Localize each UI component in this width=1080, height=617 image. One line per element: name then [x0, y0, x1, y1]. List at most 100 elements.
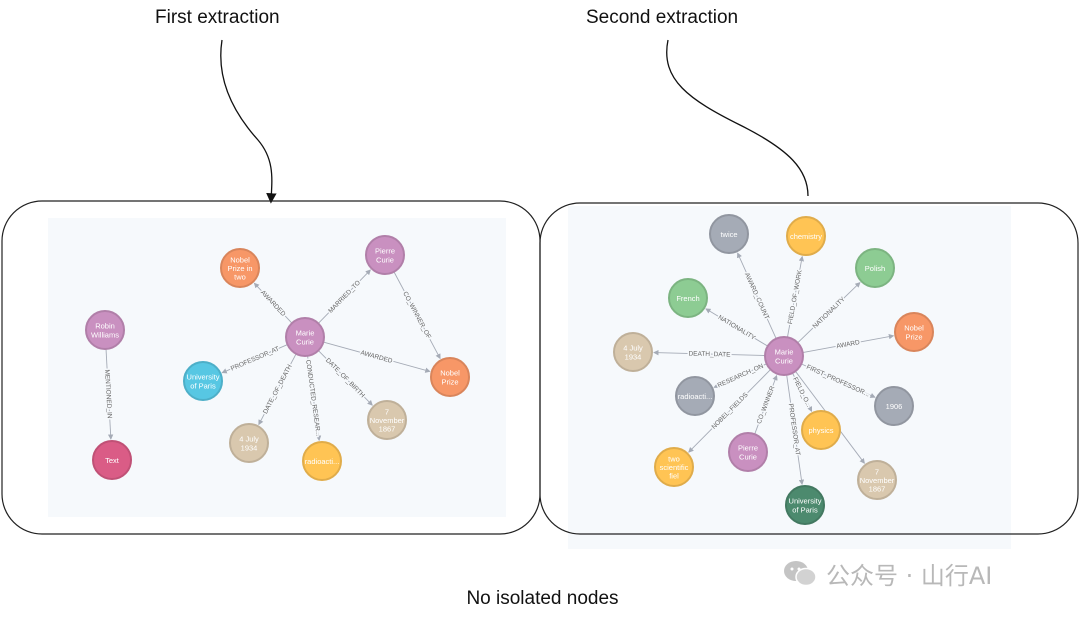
- graph2-edge-marie-radio: [713, 363, 767, 389]
- graph1-edge-marie-nobel2: [253, 282, 293, 324]
- graph1-node-circle[interactable]: [229, 423, 269, 463]
- graph2-node-label: 7: [875, 467, 879, 476]
- graph1-edge-robin-text: [105, 348, 114, 440]
- footer-caption: No isolated nodes: [466, 588, 619, 609]
- graph1-node-circle[interactable]: [365, 235, 405, 275]
- graph1-node-circle[interactable]: [430, 357, 470, 397]
- graph1-node-label: Curie: [296, 337, 314, 346]
- graph2-edge-marie-physics: [792, 372, 813, 413]
- second-panel-canvas: [568, 206, 1011, 549]
- graph1-edge-label: MENTIONED_IN: [103, 369, 113, 419]
- second-pointer-line: [666, 39, 809, 197]
- graph2-node-circle[interactable]: [654, 447, 694, 487]
- graph2-node-label: Polish: [865, 264, 885, 273]
- graph2-node-circle[interactable]: [764, 336, 804, 376]
- graph1-node-circle[interactable]: [85, 310, 125, 350]
- graph2-edge-marie-chem: [786, 255, 805, 338]
- second-panel-frame: [539, 202, 1079, 535]
- graph2-node-label: chemistry: [790, 232, 822, 241]
- graph2-node-label: Prize: [905, 332, 922, 341]
- graph2-node-circle[interactable]: [785, 485, 825, 525]
- graph2-edge-label: AWARD: [836, 339, 861, 350]
- graph2-edge-label-bg: DEATH_DATE: [688, 350, 731, 358]
- graph1-edge-marie-radio: [307, 355, 322, 442]
- graph2-node-circle[interactable]: [728, 432, 768, 472]
- graph1-node-label: radioacti...: [305, 457, 340, 466]
- graph2-node-label: Marie: [775, 348, 794, 357]
- graph2-node-radio[interactable]: radioacti...: [675, 376, 715, 416]
- graph1-node-label: Williams: [91, 330, 119, 339]
- graph2-node-twice[interactable]: twice: [709, 214, 749, 254]
- graph1-node-circle[interactable]: [183, 361, 223, 401]
- graph2-node-label: scientific: [660, 463, 689, 472]
- graph2-node-label: two: [668, 454, 680, 463]
- graph1-node-circle[interactable]: [367, 400, 407, 440]
- graph2-node-label: Pierre: [738, 444, 758, 453]
- graph1-node-label: Marie: [296, 329, 315, 338]
- graph2-node-circle[interactable]: [709, 214, 749, 254]
- graph2-node-circle[interactable]: [874, 386, 914, 426]
- graph1-edge-marie-nov: [318, 350, 373, 406]
- graph1-node-label: November: [370, 416, 405, 425]
- graph2-node-circle[interactable]: [894, 312, 934, 352]
- graph2-edge-marie-two: [688, 369, 771, 453]
- graph2-node-label: physics: [808, 426, 833, 435]
- chat-bubbles-icon: [784, 560, 817, 586]
- graph2-node-y1906[interactable]: 1906: [874, 386, 914, 426]
- graph1-edge-marie-july: [258, 353, 297, 426]
- graph1-node-label: Prize: [441, 377, 458, 386]
- graph2-node-circle[interactable]: [613, 332, 653, 372]
- graph2-node-label: 1906: [886, 402, 903, 411]
- graph1-node-label: Robin: [95, 322, 115, 331]
- graph2-edge-label: DEATH_DATE: [688, 350, 731, 358]
- first-pointer-arrow: [220, 39, 277, 204]
- graph1-node-label: Nobel: [230, 255, 250, 264]
- graph2-node-circle[interactable]: [786, 216, 826, 256]
- graph2-edge-marie-univ: [786, 374, 805, 486]
- graph2-node-circle[interactable]: [675, 376, 715, 416]
- graph1-edge-pierre-nobel: [393, 271, 441, 360]
- graph2-node-polish[interactable]: Polish: [855, 248, 895, 288]
- graph1-node-radio[interactable]: radioacti...: [302, 441, 342, 481]
- graph2-node-circle[interactable]: [668, 278, 708, 318]
- graph2-node-circle[interactable]: [857, 460, 897, 500]
- graph1-node-label: of Paris: [190, 381, 216, 390]
- graph2-node-circle[interactable]: [801, 410, 841, 450]
- graph1-node-label: 7: [385, 407, 389, 416]
- graph2-node-chem[interactable]: chemistry: [786, 216, 826, 256]
- graph2-node-label: of Paris: [792, 505, 818, 514]
- graph1-node-circle[interactable]: [302, 441, 342, 481]
- graph1-node-circle[interactable]: [285, 317, 325, 357]
- graph1-node-label: Curie: [376, 255, 394, 264]
- graph2-node-label: 1867: [869, 485, 886, 494]
- graph1-node-label: 4 July: [239, 435, 259, 444]
- graph1-edge-marie-nobel: [323, 341, 431, 373]
- graph2-node-physics[interactable]: physics: [801, 410, 841, 450]
- graph2-edge-marie-july: [653, 349, 766, 356]
- graph2-edge-marie-nobel: [802, 333, 895, 353]
- graph1-node-circle[interactable]: [92, 440, 132, 480]
- graph2-node-french[interactable]: French: [668, 278, 708, 318]
- graph2-node-circle[interactable]: [855, 248, 895, 288]
- graph2-node-label: Nobel: [904, 324, 924, 333]
- graph1-node-circle[interactable]: [220, 248, 260, 288]
- graph1-node-text[interactable]: Text: [92, 440, 132, 480]
- graph2-node-label: radioacti...: [678, 392, 713, 401]
